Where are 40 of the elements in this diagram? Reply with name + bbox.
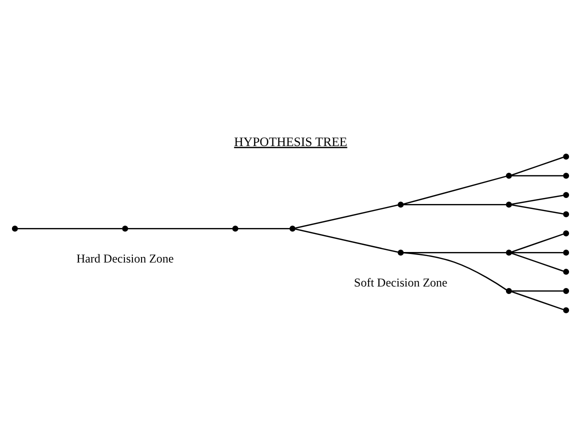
node-circle — [506, 249, 512, 256]
label: Hard Decision Zone — [76, 251, 174, 266]
connector — [238, 227, 290, 229]
connector — [404, 252, 507, 290]
node-circle — [563, 268, 570, 274]
node-circle — [563, 230, 570, 236]
connector — [295, 228, 398, 252]
connector — [511, 290, 564, 310]
node-circle — [506, 288, 512, 294]
connector — [511, 232, 564, 252]
diagram-title: HYPOTHESIS TREE — [234, 134, 348, 148]
connector — [511, 156, 564, 176]
node-circle — [290, 225, 296, 232]
connector — [403, 251, 506, 253]
node-circle — [563, 172, 570, 178]
connector — [403, 175, 506, 204]
node-circle — [506, 201, 512, 208]
connector — [511, 204, 564, 214]
connector — [128, 227, 233, 229]
node-circle — [563, 153, 570, 160]
node-circle — [398, 249, 404, 256]
connector — [512, 290, 564, 292]
node-circle — [506, 172, 512, 178]
connector — [512, 251, 564, 253]
connector — [512, 174, 564, 176]
connector — [295, 204, 398, 228]
label: Soft Decision Zone — [354, 275, 448, 290]
node-circle — [232, 225, 238, 232]
node-circle — [398, 201, 404, 208]
node-circle — [12, 225, 18, 232]
connector — [18, 227, 122, 229]
node-circle — [122, 225, 128, 232]
node-circle — [563, 210, 570, 217]
connector — [403, 203, 506, 205]
node-circle — [563, 192, 570, 198]
node-circle — [563, 249, 570, 256]
connector — [511, 252, 564, 272]
node-circle — [563, 288, 570, 294]
node-circle — [563, 306, 570, 313]
connector — [511, 194, 564, 204]
